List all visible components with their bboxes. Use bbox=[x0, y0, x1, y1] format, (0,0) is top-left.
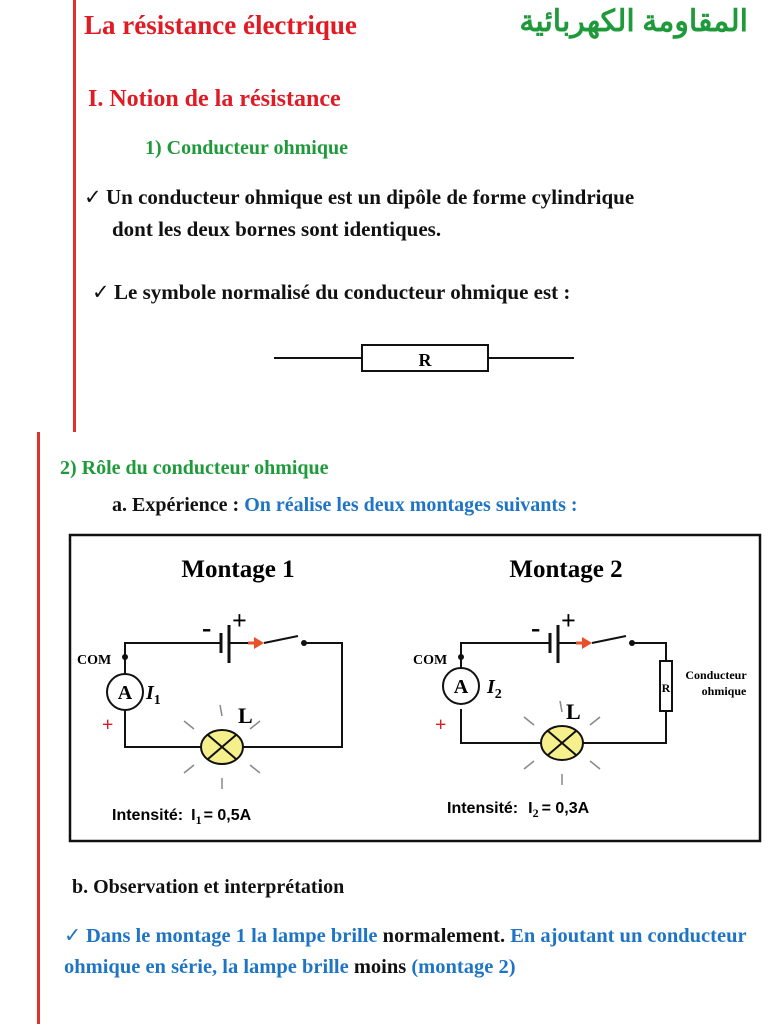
resistor-symbol: R bbox=[274, 344, 574, 372]
m2-wire-right-top bbox=[632, 642, 667, 661]
m2-current-symbol: I2 bbox=[486, 676, 502, 702]
m1-ammeter bbox=[106, 673, 144, 711]
page-title-arabic: المقاومة الكهربائية bbox=[519, 5, 748, 38]
m1-wire-right bbox=[243, 642, 343, 748]
m2-resistor-caption-1: Conducteur bbox=[685, 668, 747, 682]
m2-wire-top-left bbox=[460, 642, 550, 675]
m1-switch-blade bbox=[263, 635, 299, 644]
experience-line: a. Expérience : On réalise les deux mont… bbox=[112, 494, 578, 517]
page-title: La résistance électrique bbox=[84, 10, 357, 40]
observation-part-2: normalement. bbox=[382, 925, 506, 947]
definition-line-1: Un conducteur ohmique est un dipôle de f… bbox=[106, 185, 635, 209]
m2-ammeter-label: A bbox=[454, 676, 469, 698]
symbol-bullet-text: Le symbole normalisé du conducteur ohmiq… bbox=[114, 280, 571, 304]
m1-com-label: COM bbox=[77, 653, 111, 668]
section-heading-1: I. Notion de la résistance bbox=[88, 86, 341, 112]
observation-part-1: Dans le montage 1 la lampe brille bbox=[86, 925, 378, 947]
margin-line-top bbox=[73, 0, 76, 432]
margin-line-bottom bbox=[37, 432, 40, 1024]
m2-node-com bbox=[458, 654, 464, 660]
m2-resistor-label: R bbox=[662, 681, 671, 695]
m1-lamp bbox=[183, 704, 261, 789]
m2-switch-blade bbox=[591, 635, 627, 644]
montage-1-title: Montage 1 bbox=[181, 556, 294, 583]
m1-battery-minus: - bbox=[202, 613, 211, 644]
circuit-figure: Montage 1 - + A COM + I1 bbox=[68, 533, 762, 843]
symbol-bullet: ✓Le symbole normalisé du conducteur ohmi… bbox=[92, 276, 752, 308]
m1-battery-plus: + bbox=[232, 606, 247, 635]
observation-part-3: En ajoutant un conducteur ohmique en sér… bbox=[64, 925, 747, 978]
m1-intensity: Intensité:I1= 0,5A bbox=[112, 807, 252, 827]
m2-ammeter bbox=[442, 667, 480, 705]
m1-ammeter-label: A bbox=[118, 682, 133, 704]
m2-resistor-caption-2: ohmique bbox=[702, 684, 747, 698]
m1-current-arrowhead bbox=[254, 637, 264, 649]
m2-wire-right-bottom bbox=[578, 711, 667, 744]
m2-meter-plus: + bbox=[435, 714, 446, 736]
m2-battery-minus: - bbox=[531, 613, 540, 644]
m2-battery-plus: + bbox=[561, 606, 576, 635]
montage-2-title: Montage 2 bbox=[509, 556, 622, 583]
m2-intensity: Intensité:I2= 0,3A bbox=[447, 800, 590, 820]
definition-bullet: ✓Un conducteur ohmique est un dipôle de … bbox=[84, 181, 764, 245]
figure-frame bbox=[68, 533, 762, 843]
subheading-role: 2) Rôle du conducteur ohmique bbox=[60, 457, 329, 479]
m2-lamp-label: L bbox=[566, 699, 581, 724]
m1-meter-plus: + bbox=[102, 714, 113, 736]
montage-1: Montage 1 - + A COM + I1 bbox=[77, 556, 343, 827]
m1-current-symbol: I1 bbox=[145, 682, 161, 708]
m1-node-com bbox=[122, 654, 128, 660]
m1-lamp-label: L bbox=[238, 703, 253, 728]
resistor-symbol-label: R bbox=[419, 350, 433, 370]
check-icon: ✓ bbox=[64, 923, 82, 947]
check-icon: ✓ bbox=[84, 185, 102, 209]
experience-text: On réalise les deux montages suivants : bbox=[244, 494, 578, 516]
observation-part-4: moins bbox=[353, 956, 407, 978]
check-icon: ✓ bbox=[92, 280, 110, 304]
m2-com-label: COM bbox=[413, 653, 447, 668]
definition-line-2: dont les deux bornes sont identiques. bbox=[112, 217, 442, 241]
m1-wire-left-bottom bbox=[124, 711, 201, 748]
subheading-conducteur-ohmique: 1) Conducteur ohmique bbox=[145, 137, 348, 159]
montage-2: Montage 2 - + R Conducteur ohmique A COM… bbox=[413, 556, 747, 820]
m2-current-arrowhead bbox=[582, 637, 592, 649]
observation-part-5: (montage 2) bbox=[411, 956, 516, 978]
m2-lamp bbox=[523, 700, 601, 785]
experience-label: a. Expérience : bbox=[112, 494, 240, 516]
observation-heading: b. Observation et interprétation bbox=[72, 876, 345, 898]
m1-wire-top-left bbox=[124, 642, 221, 675]
m2-wire-left-bottom bbox=[460, 709, 546, 744]
observation-bullet: ✓Dans le montage 1 la lampe brille norma… bbox=[64, 920, 764, 983]
